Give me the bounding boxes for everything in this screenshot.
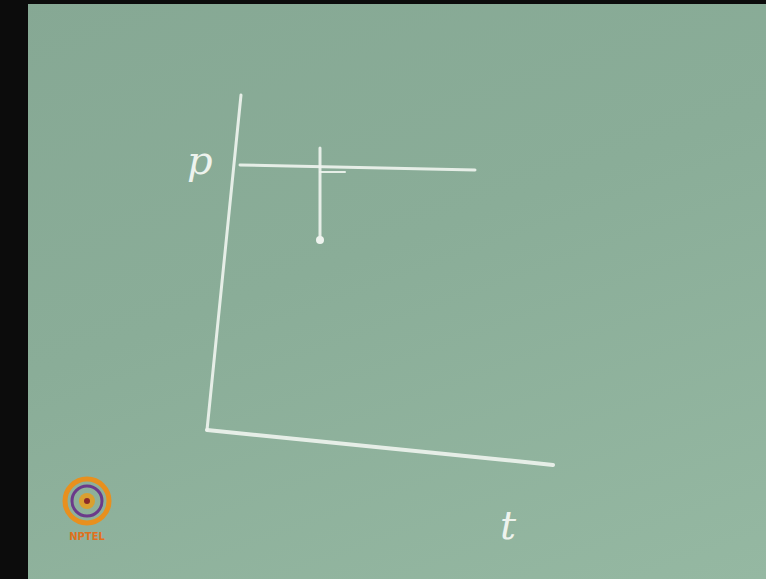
top-border bbox=[0, 0, 766, 4]
left-border bbox=[0, 0, 28, 579]
axis-label: t bbox=[500, 505, 516, 545]
constant-line bbox=[240, 165, 475, 170]
chalk-dot bbox=[316, 236, 324, 244]
logo-text: NPTEL bbox=[69, 532, 105, 542]
short-mark bbox=[320, 171, 345, 173]
vertical-tick bbox=[319, 148, 322, 240]
x-axis bbox=[207, 430, 553, 465]
axis-label: p bbox=[187, 140, 213, 180]
nptel-logo bbox=[65, 479, 109, 523]
